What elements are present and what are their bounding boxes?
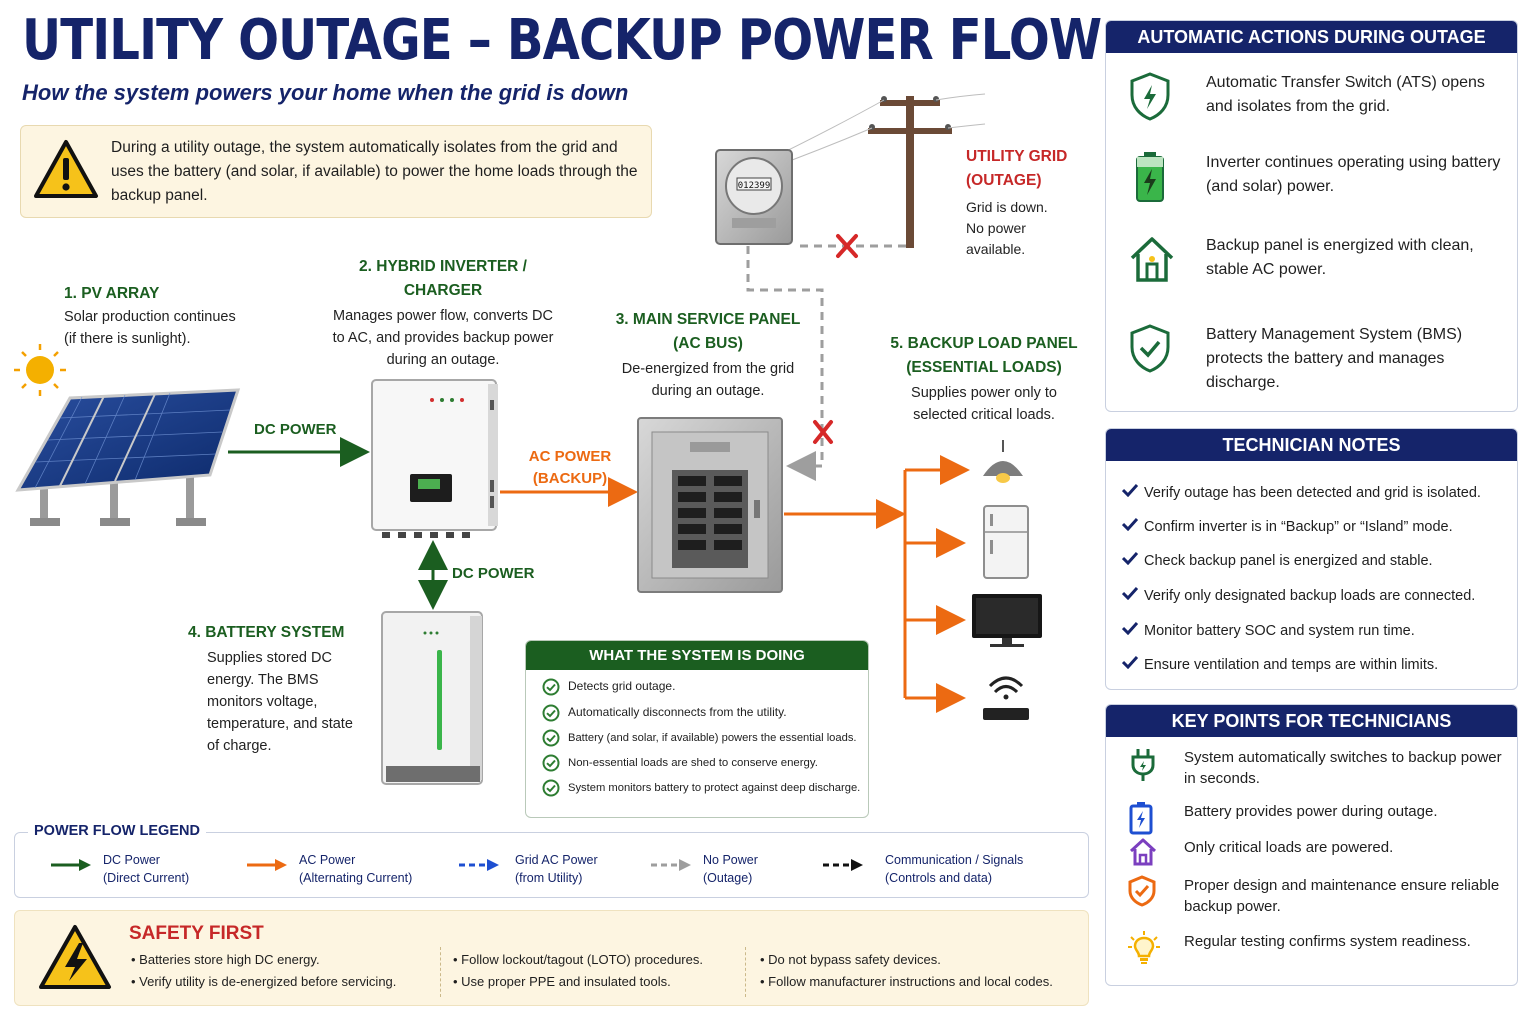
- wifi-router-icon: [983, 676, 1029, 720]
- utility-grid-label: UTILITY GRID (OUTAGE) Grid is down. No p…: [966, 148, 1068, 257]
- page-subtitle: How the system powers your home when the…: [22, 80, 629, 105]
- list-item: System monitors battery to protect again…: [542, 779, 860, 797]
- high-voltage-warning-icon: [39, 925, 111, 989]
- safety-first-box: SAFETY FIRST • Batteries store high DC e…: [14, 910, 1089, 1006]
- disconnect-x-icon: [836, 234, 858, 258]
- shield-check-icon: [1128, 875, 1156, 907]
- check-circle-icon: [542, 704, 560, 722]
- battery-icon: [1129, 802, 1153, 835]
- gray-dashed-arrow-icon: [651, 859, 691, 871]
- list-item: Check backup panel is energized and stab…: [1121, 551, 1433, 569]
- sun-icon: [14, 344, 66, 396]
- key-points-panel: KEY POINTS FOR TECHNICIANS System automa…: [1105, 704, 1518, 986]
- automatic-actions-title: AUTOMATIC ACTIONS DURING OUTAGE: [1106, 21, 1517, 53]
- intro-box: During a utility outage, the system auto…: [20, 125, 652, 218]
- green-arrow-icon: [51, 859, 91, 871]
- safety-col-3: • Do not bypass safety devices. • Follow…: [760, 952, 1053, 989]
- refrigerator-icon: [983, 505, 1029, 579]
- check-icon: [1121, 517, 1144, 535]
- list-item: Battery (and solar, if available) powers…: [542, 729, 857, 747]
- legend-title: POWER FLOW LEGEND: [28, 823, 206, 839]
- automatic-actions-panel: AUTOMATIC ACTIONS DURING OUTAGE Automati…: [1105, 20, 1518, 412]
- black-dashed-arrow-icon: [823, 859, 863, 871]
- technician-notes-title: TECHNICIAN NOTES: [1106, 429, 1517, 461]
- list-item: Monitor battery SOC and system run time.: [1121, 621, 1415, 639]
- pendant-lamp-icon: [983, 440, 1023, 483]
- battery-label: 4. BATTERY SYSTEM Supplies stored DC ene…: [188, 624, 353, 754]
- check-icon: [1121, 655, 1144, 673]
- home-icon: [1130, 237, 1174, 282]
- check-circle-icon: [542, 678, 560, 696]
- key-points-title: KEY POINTS FOR TECHNICIANS: [1106, 705, 1517, 737]
- safety-col-2: • Follow lockout/tagout (LOTO) procedure…: [453, 952, 703, 989]
- television-icon: [972, 594, 1042, 647]
- main-service-panel-icon: [637, 417, 783, 593]
- system-doing-title: WHAT THE SYSTEM IS DOING: [526, 641, 868, 670]
- power-flow-legend: DC Power(Direct Current) AC Power(Altern…: [14, 832, 1089, 898]
- list-item: Verify outage has been detected and grid…: [1121, 483, 1481, 501]
- utility-pole-icon: [759, 93, 986, 248]
- list-item: Automatically disconnects from the utili…: [542, 704, 787, 722]
- plug-icon: [1131, 749, 1155, 781]
- safety-title: SAFETY FIRST: [129, 923, 264, 944]
- battery-system-icon: [381, 611, 483, 785]
- pv-array-icon: [15, 388, 241, 526]
- check-icon: [1121, 621, 1144, 639]
- page-title: UTILITY OUTAGE – BACKUP POWER FLOW: [22, 8, 1102, 73]
- divider: [440, 947, 441, 997]
- list-item: Detects grid outage.: [542, 678, 675, 696]
- dc-power-label-battery: DC POWER: [452, 565, 535, 582]
- list-item: Ensure ventilation and temps are within …: [1121, 655, 1438, 673]
- disconnect-x-icon-2: [813, 420, 833, 444]
- house-icon: [1129, 838, 1157, 866]
- system-doing-box: WHAT THE SYSTEM IS DOING Detects grid ou…: [525, 640, 869, 818]
- meter-reading: 012399: [738, 181, 771, 191]
- check-circle-icon: [542, 729, 560, 747]
- check-icon: [1121, 551, 1144, 569]
- lightbulb-icon: [1128, 931, 1160, 964]
- electric-meter-icon: 012399: [715, 149, 793, 245]
- list-item: Confirm inverter is in “Backup” or “Isla…: [1121, 517, 1453, 535]
- backup-panel-label: 5. BACKUP LOAD PANEL (ESSENTIAL LOADS) S…: [890, 335, 1078, 423]
- inverter-label: 2. HYBRID INVERTER / CHARGER Manages pow…: [332, 258, 554, 368]
- list-item: Verify only designated backup loads are …: [1121, 586, 1475, 604]
- dc-power-label-pv: DC POWER: [254, 421, 337, 438]
- intro-text: During a utility outage, the system auto…: [111, 139, 638, 204]
- check-circle-icon: [542, 754, 560, 772]
- flow-diagram: 012399: [14, 93, 1042, 785]
- orange-arrow-icon: [247, 859, 287, 871]
- warning-icon: [34, 140, 98, 198]
- check-circle-icon: [542, 779, 560, 797]
- check-icon: [1121, 586, 1144, 604]
- main-panel-label: 3. MAIN SERVICE PANEL (AC BUS) De-energi…: [615, 311, 801, 399]
- pv-array-label: 1. PV ARRAY Solar production continues (…: [64, 285, 236, 347]
- hybrid-inverter-icon: [371, 379, 498, 538]
- technician-notes-panel: TECHNICIAN NOTES Verify outage has been …: [1105, 428, 1518, 690]
- ac-power-label: AC POWER (BACKUP): [528, 448, 612, 487]
- battery-charging-icon: [1136, 152, 1164, 202]
- shield-bolt-icon: [1130, 72, 1170, 121]
- safety-col-1: • Batteries store high DC energy. • Veri…: [131, 952, 397, 989]
- check-icon: [1121, 483, 1144, 501]
- divider: [745, 947, 746, 997]
- list-item: Non-essential loads are shed to conserve…: [542, 754, 818, 772]
- shield-check-icon: [1130, 324, 1170, 373]
- blue-dashed-arrow-icon: [459, 859, 499, 871]
